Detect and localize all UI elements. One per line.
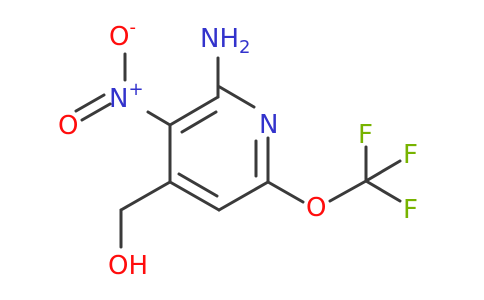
bond-nitro-o-left xyxy=(80,102,112,122)
bond-cf3-f-right-top xyxy=(364,159,402,183)
bonds xyxy=(74,52,402,249)
bond-nitro-o-left-double xyxy=(74,93,106,113)
bond-c3-nitro xyxy=(146,110,172,127)
bond-cf3-f-right-bottom xyxy=(364,179,402,203)
nitro-nitrogen-label: N+ xyxy=(109,79,144,114)
bond-c3-c2 xyxy=(168,95,220,127)
hydroxyl-label: OH xyxy=(108,251,148,281)
bond-c4-ch2 xyxy=(119,180,172,212)
bond-o-cf3 xyxy=(328,179,368,203)
atom-labels: NH2 N N+ O- O O F F F OH xyxy=(58,17,418,281)
bond-c5-c4-double xyxy=(177,172,219,198)
nitro-oxygen-top-label: O- xyxy=(109,17,136,52)
bond-c6-c5 xyxy=(217,180,270,212)
amine-label: NH2 xyxy=(200,24,250,58)
bond-c2-n1 xyxy=(216,84,256,109)
ether-oxygen-label: O xyxy=(306,193,326,223)
ring-nitrogen-label: N xyxy=(259,110,278,140)
fluorine-top-label: F xyxy=(358,120,373,150)
bond-c6-o xyxy=(266,180,305,204)
fluorine-right-top-label: F xyxy=(403,140,418,170)
bond-c3-c2-double xyxy=(180,110,218,134)
fluorine-right-bottom-label: F xyxy=(403,195,418,225)
bond-c5-c4 xyxy=(168,180,221,212)
nitro-oxygen-left-label: O xyxy=(58,111,78,141)
